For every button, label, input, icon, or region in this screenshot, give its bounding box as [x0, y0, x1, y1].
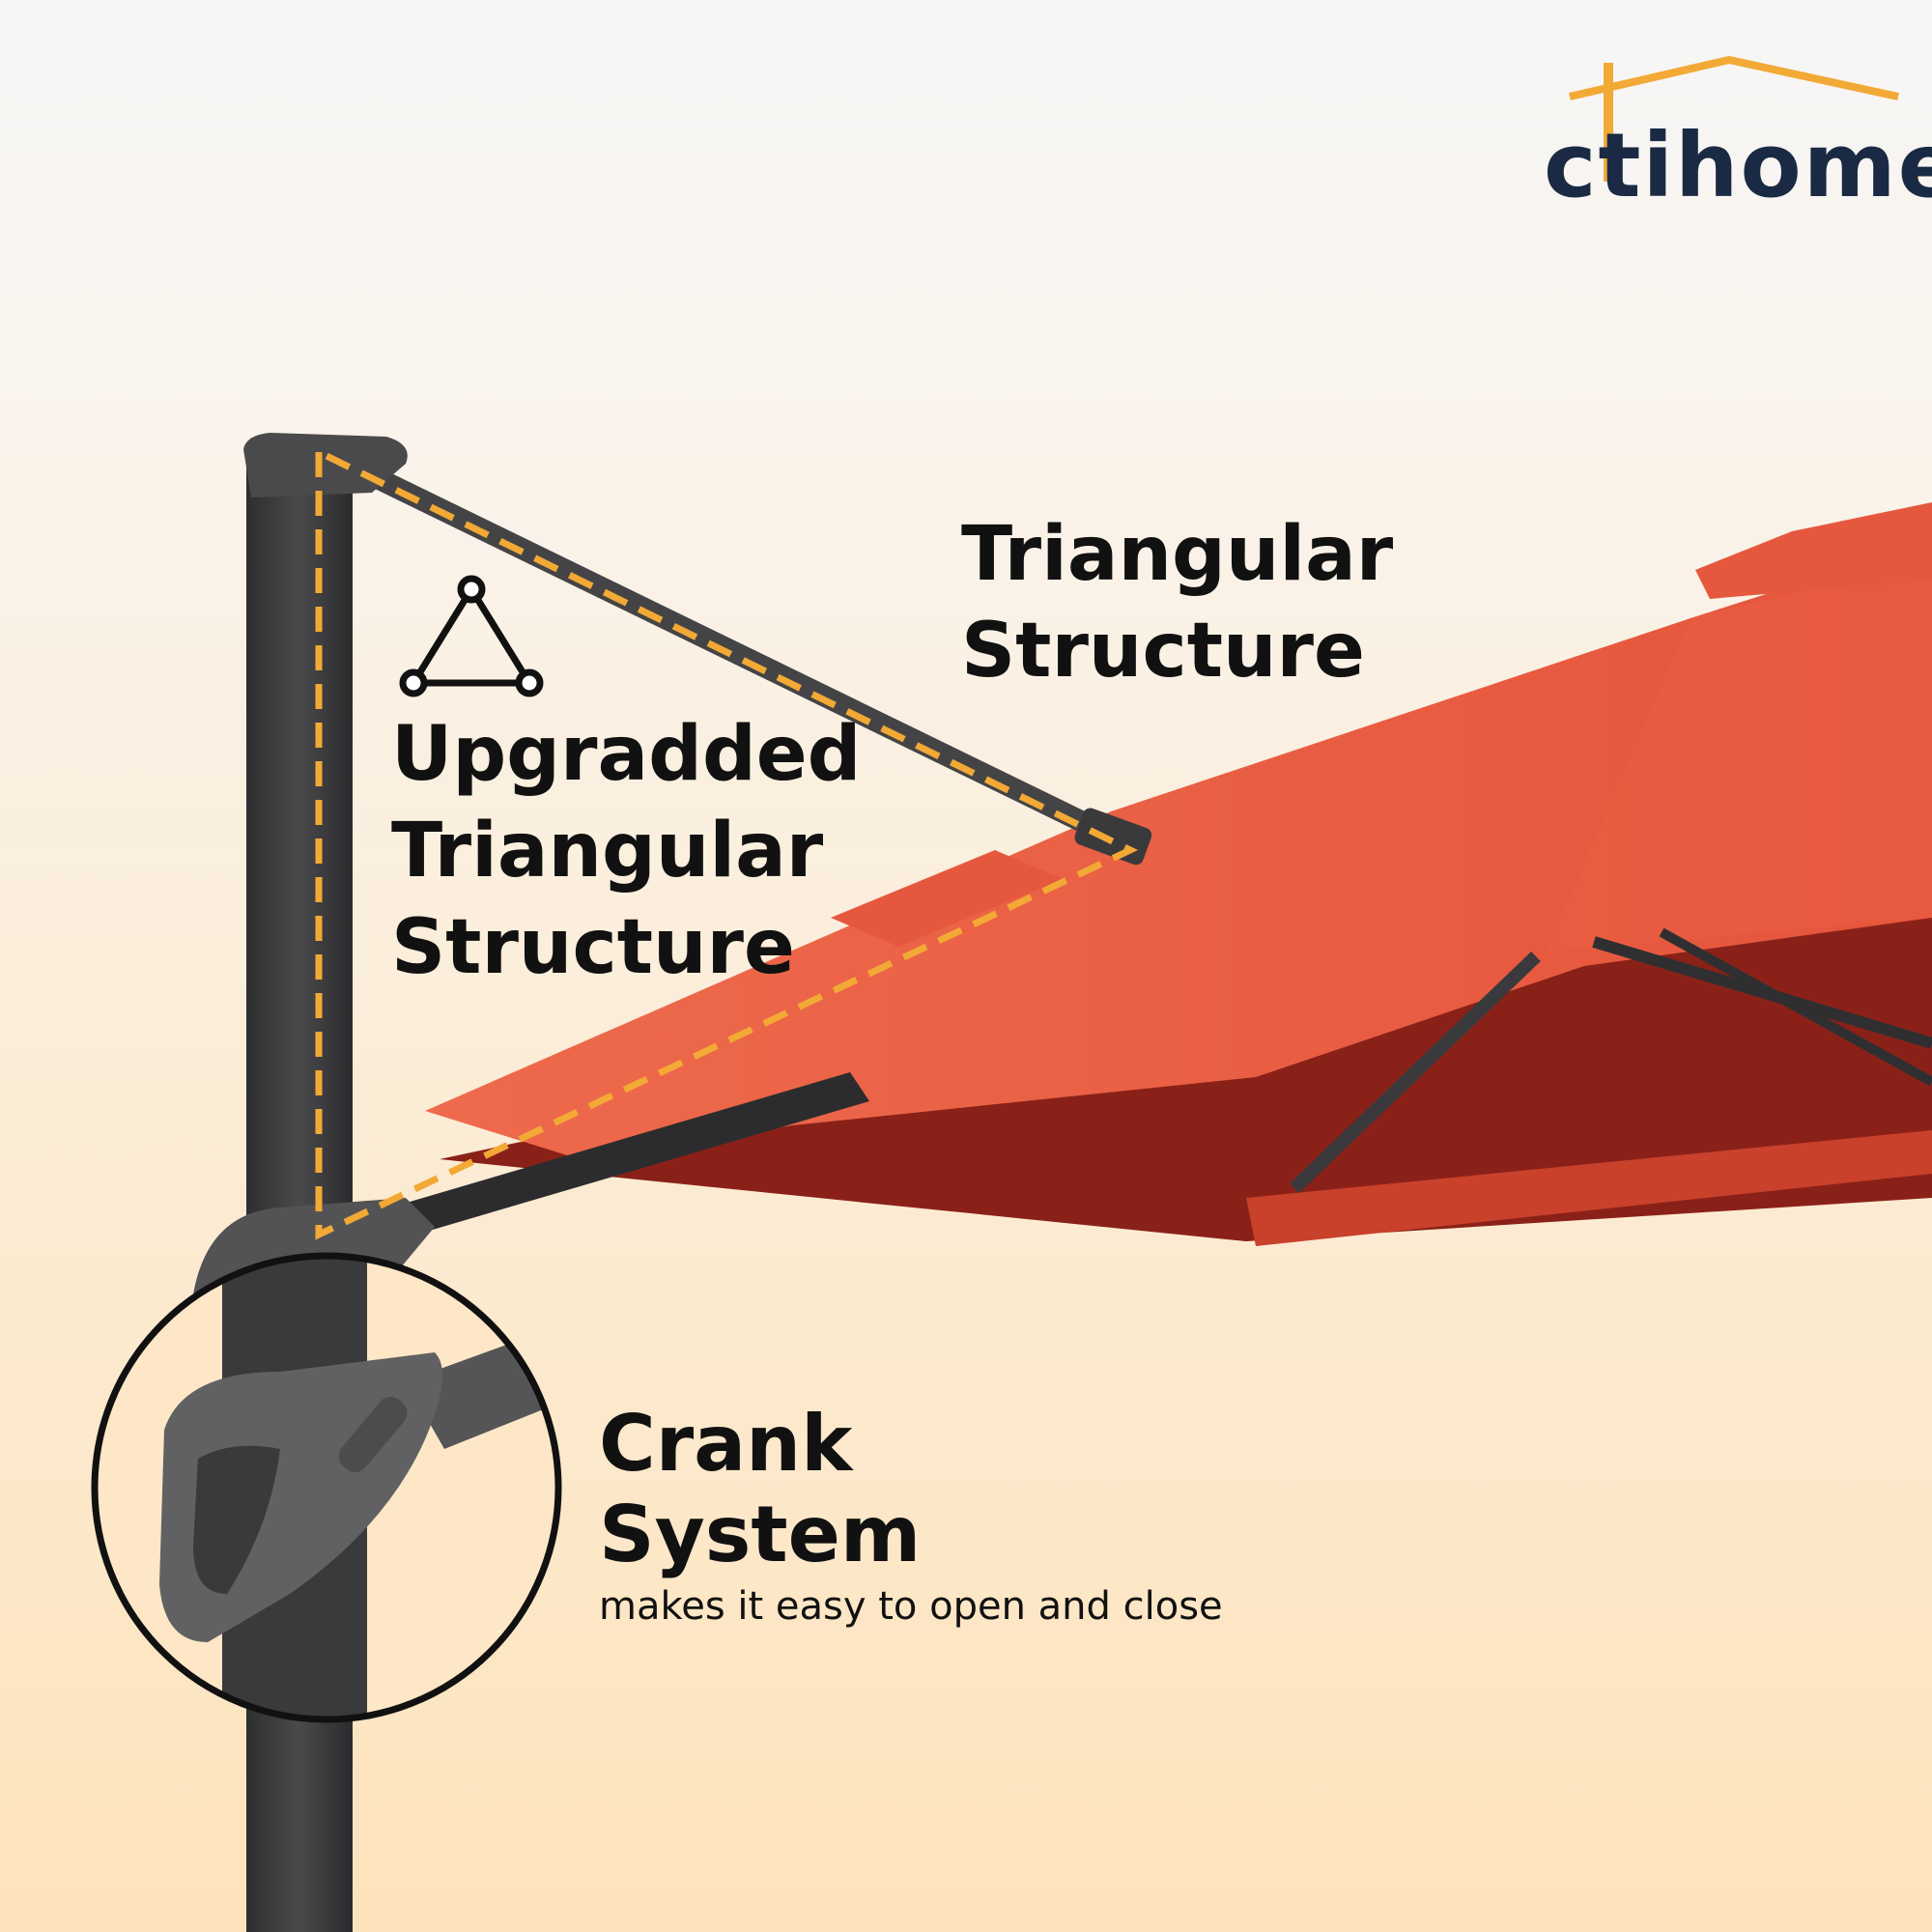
logo-dot	[1903, 170, 1918, 185]
callout-line: System	[599, 1490, 922, 1579]
rib	[1290, 951, 1541, 1194]
callout-line: Upgradded	[391, 711, 862, 798]
callout-line: Triangular	[391, 808, 824, 895]
guide-triangle	[315, 448, 1139, 1240]
triangular-structure-callout: Triangular Structure	[961, 517, 1393, 710]
main-arm	[357, 1072, 869, 1246]
crank-system-callout: Crank System makes it easy to open and c…	[599, 1399, 1223, 1629]
crank-zoom-ring	[91, 1252, 562, 1723]
canopy-fold	[1546, 560, 1932, 952]
rib	[1659, 927, 1932, 1087]
crank-zoom-view	[95, 1256, 558, 1719]
upgraded-structure-callout: Upgradded Triangular Structure	[391, 717, 862, 1007]
logo-roof	[1569, 55, 1899, 100]
triangle-nodes-icon	[399, 575, 544, 697]
callout-line: Crank	[599, 1399, 853, 1489]
callout-caption: makes it easy to open and close	[599, 1584, 1223, 1629]
pole-cap	[243, 433, 408, 497]
canopy-rim	[1246, 1130, 1932, 1246]
callout-line: Structure	[961, 608, 1365, 695]
top-vent	[1695, 502, 1932, 599]
callout-line: Triangular	[961, 511, 1394, 598]
callout-line: Structure	[391, 904, 795, 991]
front-vent	[831, 850, 1063, 947]
brand-logo: ctihome	[1544, 114, 1932, 217]
